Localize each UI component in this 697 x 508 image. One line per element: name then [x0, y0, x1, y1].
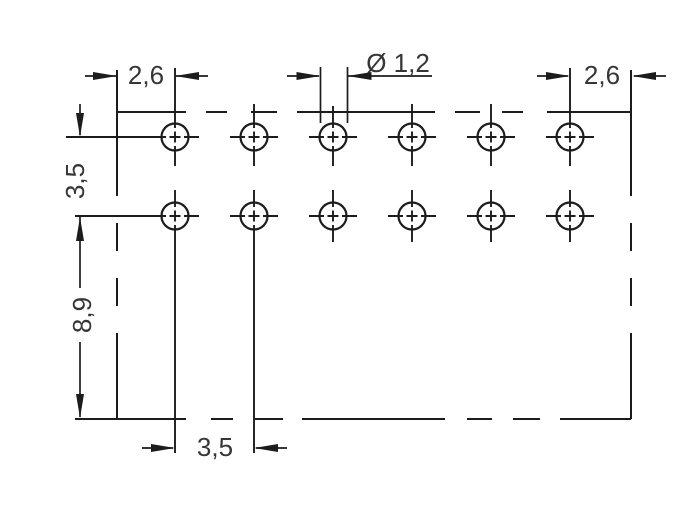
- hole-circle: [239, 122, 269, 152]
- dim-label-row-spacing: 3,5: [60, 163, 90, 199]
- arrowhead-left: [632, 72, 656, 80]
- hole-circle: [555, 201, 585, 231]
- arrowhead-right: [151, 444, 175, 452]
- arrowhead-left: [347, 72, 372, 80]
- hole-r1-c4: [388, 104, 436, 166]
- hole-r1-c1: [66, 68, 199, 166]
- arrowhead-right: [296, 72, 321, 80]
- hole-circle: [318, 122, 348, 152]
- dim-label-hole-diameter: Ø 1,2: [366, 48, 430, 78]
- dimension-top-right-pitch: 2,6: [537, 60, 666, 90]
- hole-circle: [160, 201, 190, 231]
- hole-circle: [318, 201, 348, 231]
- hole-r1-c3: [309, 106, 357, 166]
- arrowhead-left: [175, 72, 199, 80]
- hole-circle: [397, 201, 427, 231]
- dim-label-bottom-edge-distance: 8,9: [67, 297, 97, 333]
- hole-circle: [160, 122, 190, 152]
- hole-grid: [66, 68, 594, 453]
- hole-r2-c3: [309, 190, 357, 242]
- hole-circle: [555, 122, 585, 152]
- hole-circle: [476, 201, 506, 231]
- arrowhead-right: [546, 72, 570, 80]
- dim-label-column-pitch: 3,5: [197, 432, 233, 462]
- arrowhead-left: [254, 444, 278, 452]
- pcb-outline: [75, 70, 632, 420]
- hole-r1-c5: [467, 104, 515, 166]
- hole-r2-c2: [230, 190, 278, 453]
- hole-r1-c6: [546, 68, 594, 166]
- arrowhead-down: [76, 394, 84, 418]
- dimension-column-pitch: 3,5: [142, 432, 287, 462]
- hole-r2-c1: [75, 190, 199, 453]
- hole-r2-c4: [388, 190, 436, 242]
- dimension-row-spacing: 3,5: [60, 104, 90, 241]
- arrowhead-down: [76, 113, 84, 137]
- arrowhead-right: [93, 72, 117, 80]
- hole-r1-c2: [230, 104, 278, 166]
- hole-r2-c5: [467, 190, 515, 242]
- hole-r2-c6: [546, 190, 594, 242]
- dimension-hole-diameter: Ø 1,2: [287, 48, 432, 123]
- hole-circle: [239, 201, 269, 231]
- dim-label-top-left-pitch: 2,6: [128, 60, 164, 90]
- dimension-top-left-pitch: 2,6: [85, 60, 208, 90]
- hole-circle: [397, 122, 427, 152]
- dim-label-top-right-pitch: 2,6: [584, 60, 620, 90]
- dimension-bottom-edge-distance: 8,9: [67, 217, 97, 418]
- hole-circle: [476, 122, 506, 152]
